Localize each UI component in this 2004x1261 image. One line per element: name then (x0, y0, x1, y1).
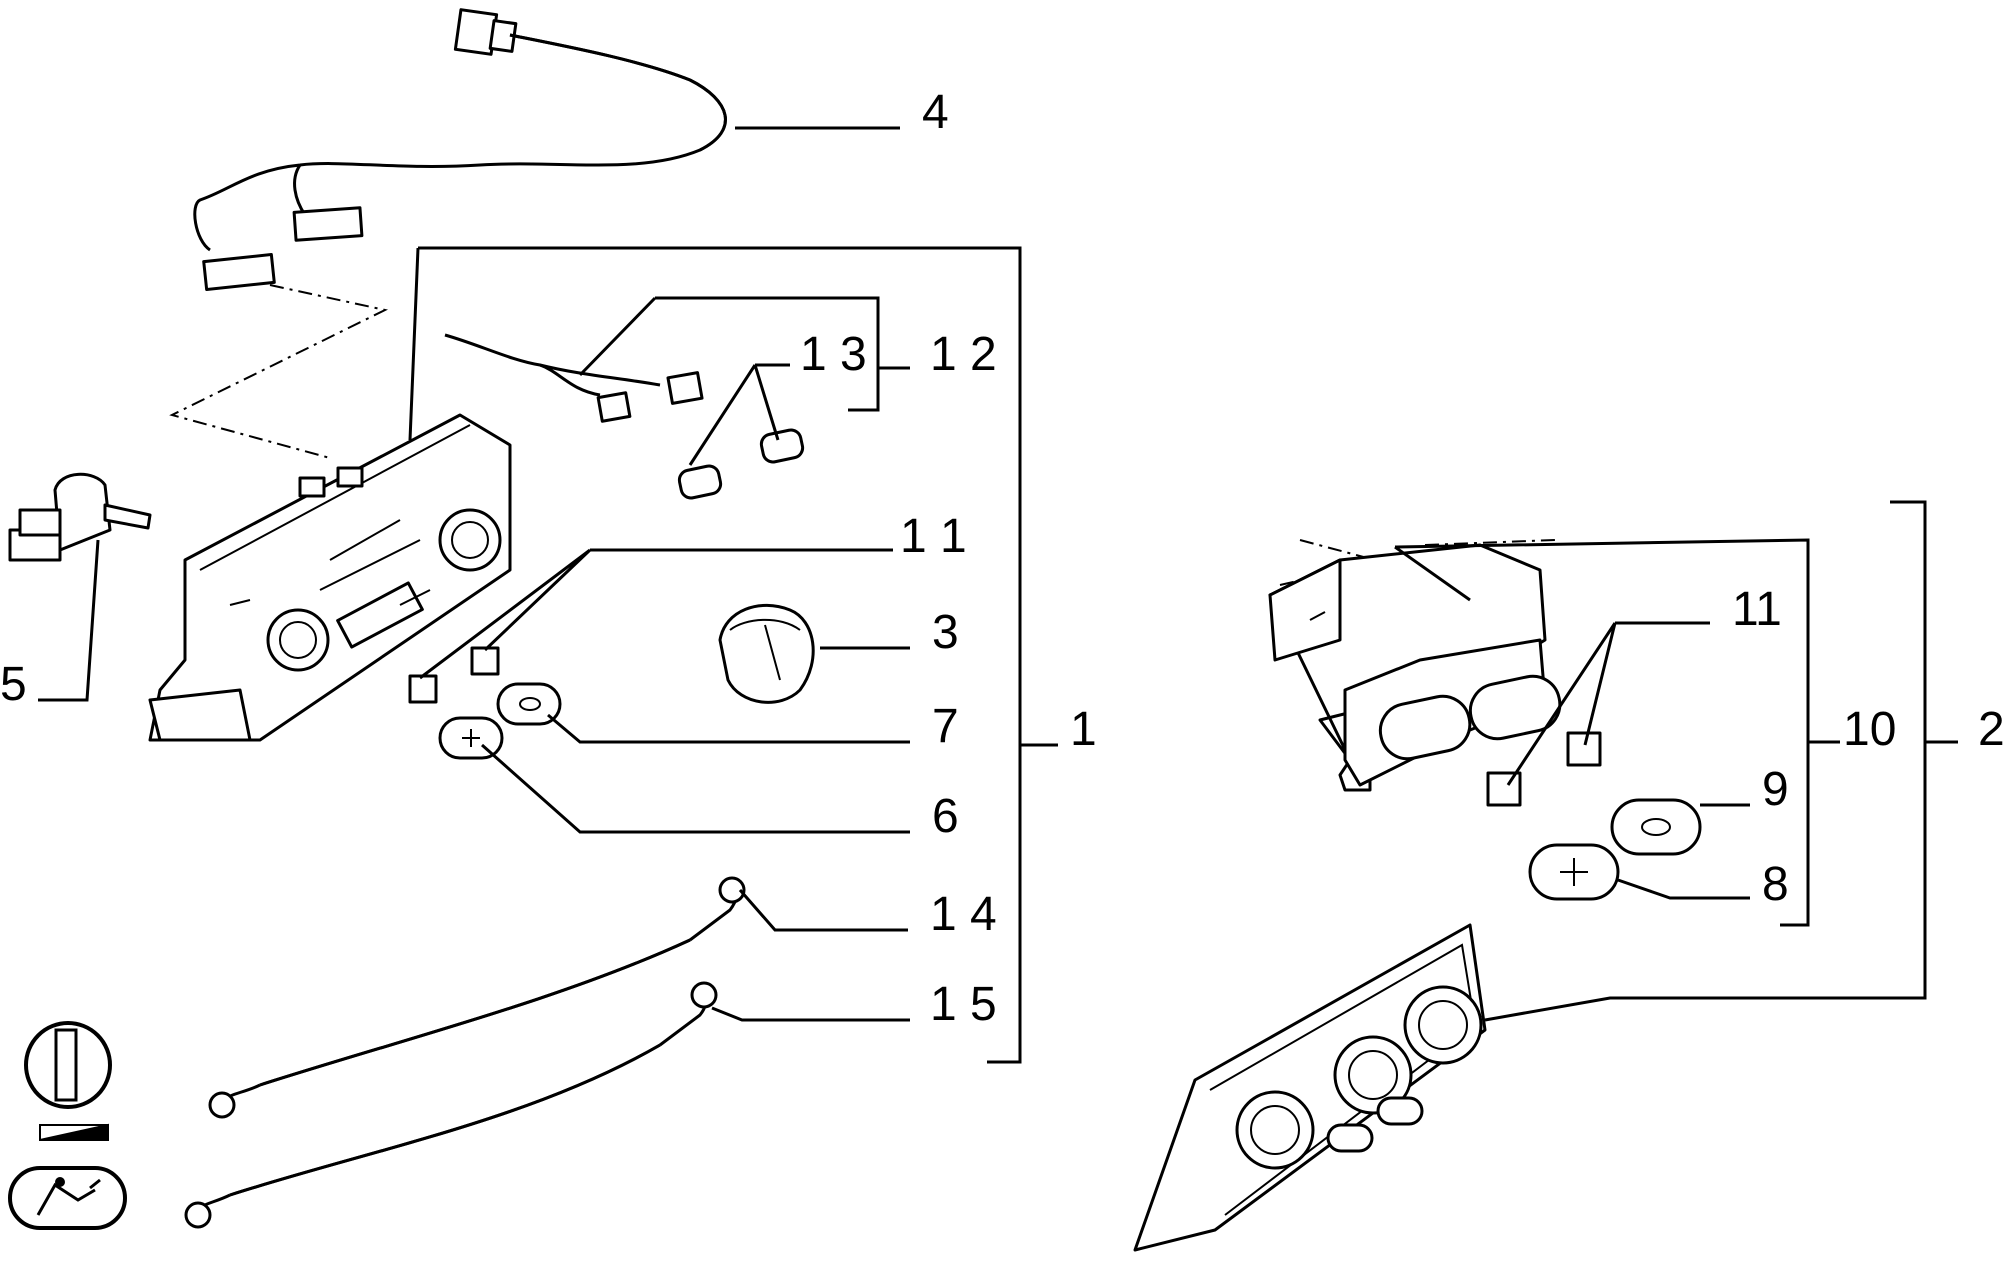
button-part-9 (1610, 798, 1702, 856)
fan-speed-ramp-icon (39, 1123, 109, 1141)
callout-1: 1 (1070, 703, 1097, 756)
callout-3: 3 (932, 606, 959, 659)
leader-lines (38, 126, 1958, 1064)
cable-part-15 (184, 981, 718, 1229)
air-distribution-icon (8, 1166, 127, 1230)
sensor-part-5 (8, 472, 152, 562)
switch-part-11 (408, 646, 500, 704)
control-unit-body (148, 413, 512, 742)
bulb-part-13 (677, 428, 805, 500)
knob-part-3 (718, 604, 815, 704)
callout-13: 1 3 (800, 328, 867, 381)
callout-9: 9 (1762, 763, 1789, 816)
callout-11-right: 11 (1732, 583, 1782, 636)
callout-14: 1 4 (930, 888, 997, 941)
callout-8: 8 (1762, 858, 1789, 911)
callout-5: 5 (0, 658, 27, 711)
wiring-harness-part-4 (193, 8, 727, 291)
callout-15: 1 5 (930, 978, 997, 1031)
assembly-line (169, 284, 389, 459)
cable-part-14 (208, 876, 746, 1119)
button-part-8 (1528, 843, 1620, 901)
temperature-knob-icon (24, 1021, 112, 1109)
callout-6: 6 (932, 790, 959, 843)
button-part-7 (496, 682, 562, 726)
control-frame-part-10 (1268, 543, 1562, 792)
callout-7: 7 (932, 700, 959, 753)
switch-part-11-right (1486, 731, 1602, 807)
bulb-harness-part-12 (444, 333, 704, 423)
callout-11-left: 1 1 (900, 510, 967, 563)
button-part-6 (438, 716, 504, 760)
callout-4: 4 (922, 86, 949, 139)
callout-12: 1 2 (930, 328, 997, 381)
callout-10: 10 (1843, 703, 1896, 756)
face-plate-part-2 (1133, 923, 1487, 1252)
callout-2: 2 (1978, 703, 2004, 756)
